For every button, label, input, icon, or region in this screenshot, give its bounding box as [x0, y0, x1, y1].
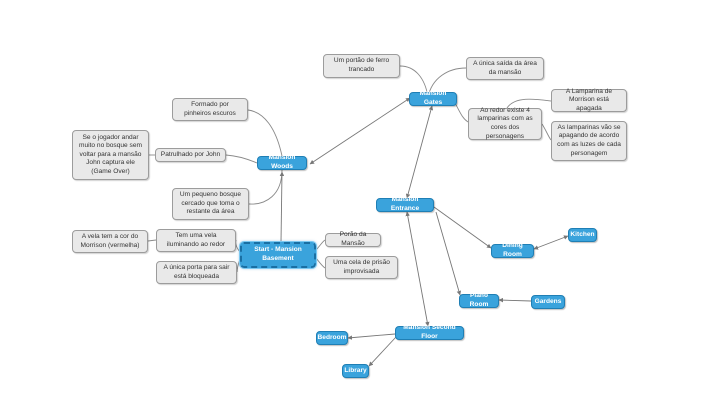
node-label: Mansion Second Floor	[403, 324, 456, 340]
note-text: A única saída da área da mansão	[473, 59, 537, 76]
node-mansion-woods[interactable]: Mansion Woods	[257, 154, 307, 170]
note-tem-vela[interactable]: Tem uma vela iluminando ao redor	[156, 229, 236, 252]
arrow-gates-entrance	[405, 105, 434, 199]
note-ao-redor[interactable]: Ao redor existe 4 lamparinas com as core…	[468, 106, 542, 140]
node-label: Dining Room	[502, 242, 523, 258]
node-mansion-gates[interactable]: Mansion Gates	[409, 90, 457, 106]
node-label: Mansion Gates	[419, 90, 447, 106]
note-text: As lamparinas vão se apagando de acordo …	[557, 123, 621, 157]
node-label: Mansion Woods	[268, 154, 296, 170]
note-lamparinas-apagando[interactable]: As lamparinas vão se apagando de acordo …	[551, 121, 627, 161]
node-piano-room[interactable]: Piano Room	[459, 292, 499, 308]
arrow-entrance-piano	[435, 211, 462, 296]
node-label: Bedroom	[317, 333, 347, 341]
note-text: A Lamparina de Morrison está apagada	[565, 87, 613, 112]
note-text: Porão da Mansão	[339, 231, 367, 247]
arrow-piano-gardens	[498, 297, 532, 303]
note-text: Ao redor existe 4 lamparinas com as core…	[477, 106, 533, 140]
note-text: Se o jogador andar muito no bosque sem v…	[78, 133, 143, 175]
node-label: Library	[344, 366, 367, 374]
link-aoredor-lamparinas	[541, 123, 552, 141]
note-text: A única porta para sair está bloqueada	[163, 263, 230, 280]
node-label: Gardens	[534, 297, 562, 305]
arrow-entrance-second	[405, 211, 430, 327]
arrow-dining-kitchen	[533, 235, 569, 250]
note-text: Formado por pinheiros escuros	[184, 100, 236, 117]
node-dining-room[interactable]: Dining Room	[491, 242, 534, 258]
note-patrulhado[interactable]: Patrulhado por John	[155, 148, 226, 162]
node-mansion-second-floor[interactable]: Mansion Second Floor	[395, 324, 464, 340]
node-mansion-entrance[interactable]: Mansion Entrance	[376, 196, 434, 212]
note-unica-saida[interactable]: A única saída da área da mansão	[466, 57, 544, 80]
node-bedroom[interactable]: Bedroom	[316, 331, 348, 345]
note-porao[interactable]: Porão da Mansão	[325, 231, 381, 247]
note-text: Uma cela de prisão improvisada	[333, 258, 390, 275]
link-central-cela	[315, 257, 326, 269]
link-woods-formado	[247, 109, 283, 157]
node-label: Kitchen	[570, 230, 595, 238]
arrow-woods-gates	[309, 97, 411, 165]
note-cela[interactable]: Uma cela de prisão improvisada	[325, 256, 398, 279]
note-vela-cor[interactable]: A vela tem a cor do Morrison (vermelha)	[72, 230, 148, 253]
note-text: Tem uma vela iluminando ao redor	[166, 231, 226, 248]
note-text: Um portão de ferro trancado	[333, 57, 390, 73]
node-gardens[interactable]: Gardens	[531, 295, 565, 309]
node-label: Mansion Entrance	[390, 196, 420, 212]
arrow-entrance-dining	[433, 206, 492, 249]
note-portao-ferro[interactable]: Um portão de ferro trancado	[323, 54, 400, 78]
note-se-jogador[interactable]: Se o jogador andar muito no bosque sem v…	[72, 130, 149, 180]
link-tem-vela	[147, 239, 157, 242]
link-woods-patrulhado	[225, 154, 258, 164]
note-text: Um pequeno bosque cercado que toma o res…	[179, 191, 242, 216]
node-library[interactable]: Library	[342, 364, 369, 378]
link-central-unica	[236, 258, 241, 273]
arrow-second-library	[368, 336, 397, 367]
note-unica-porta[interactable]: A única porta para sair está bloqueada	[156, 261, 237, 284]
link-aoredor-lamparina	[506, 98, 552, 109]
note-lamparina-morrison[interactable]: A Lamparina de Morrison está apagada	[551, 87, 627, 112]
node-start-mansion-basement[interactable]: Start - Mansion Basement	[239, 241, 317, 269]
link-woods-bosque	[248, 169, 283, 205]
node-label: Start - Mansion Basement	[254, 246, 302, 262]
note-text: A vela tem a cor do Morrison (vermelha)	[80, 232, 140, 249]
note-text: Patrulhado por John	[160, 150, 221, 158]
node-kitchen[interactable]: Kitchen	[568, 228, 597, 242]
note-pequeno-bosque[interactable]: Um pequeno bosque cercado que toma o res…	[172, 188, 249, 220]
arrow-central-woods	[279, 171, 285, 243]
link-central-porao	[315, 239, 326, 251]
note-formado-pinheiros[interactable]: Formado por pinheiros escuros	[172, 98, 248, 121]
node-label: Piano Room	[469, 292, 489, 308]
arrow-second-bedroom	[347, 333, 396, 340]
